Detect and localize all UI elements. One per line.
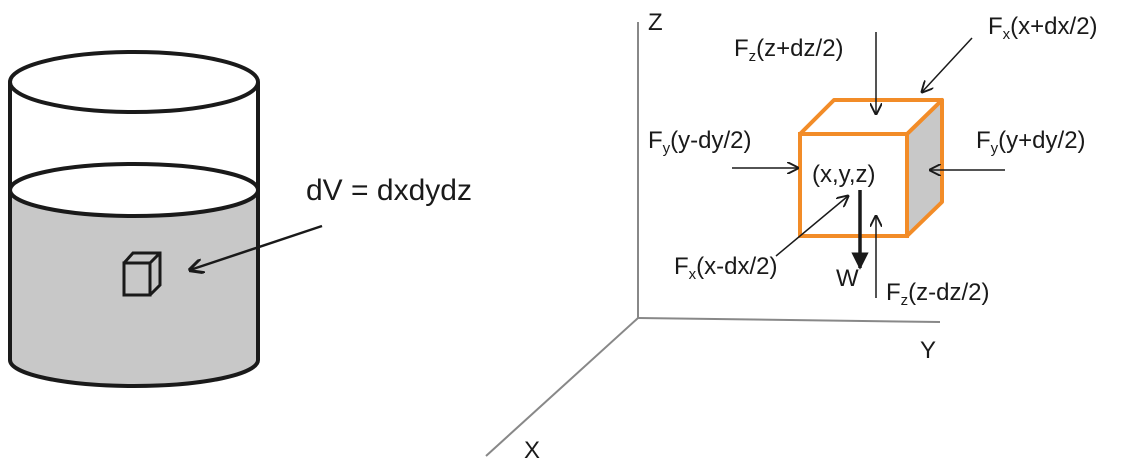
y-axis-line: [637, 317, 941, 323]
volume-label: dV = dxdydz: [306, 174, 472, 207]
fy-left-label: Fy(y-dy/2): [648, 127, 752, 157]
force-arrows: [732, 32, 1005, 298]
x-axis-line: [485, 317, 639, 457]
cylinder-rim: [8, 50, 260, 114]
fluid-element-cube: [798, 98, 944, 238]
weight-label: W: [836, 265, 859, 292]
center-label: (x,y,z): [812, 161, 876, 188]
fz-bottom-label: Fz(z-dz/2): [886, 279, 990, 309]
z-axis-label: Z: [648, 9, 663, 36]
fy-right-label: Fy(y+dy/2): [976, 127, 1086, 157]
fx-front-arrow: [775, 196, 848, 257]
fz-top-label: Fz(z+dz/2): [734, 35, 844, 65]
x-axis-label: X: [524, 437, 540, 463]
volume-pointer-arrow: [190, 224, 323, 270]
cube-front-face: [798, 132, 909, 238]
fx-front-label: Fx(x-dx/2): [674, 253, 778, 283]
fx-back-label: Fx(x+dx/2): [988, 13, 1098, 43]
coordinate-axes: [485, 22, 941, 457]
y-axis-label: Y: [920, 337, 936, 364]
cylinder: [8, 50, 260, 388]
liquid-body: [10, 190, 258, 386]
fx-back-arrow: [922, 37, 973, 92]
cylinder-bottom: [8, 359, 260, 388]
liquid-surface: [8, 162, 260, 218]
small-cube: [122, 251, 162, 297]
